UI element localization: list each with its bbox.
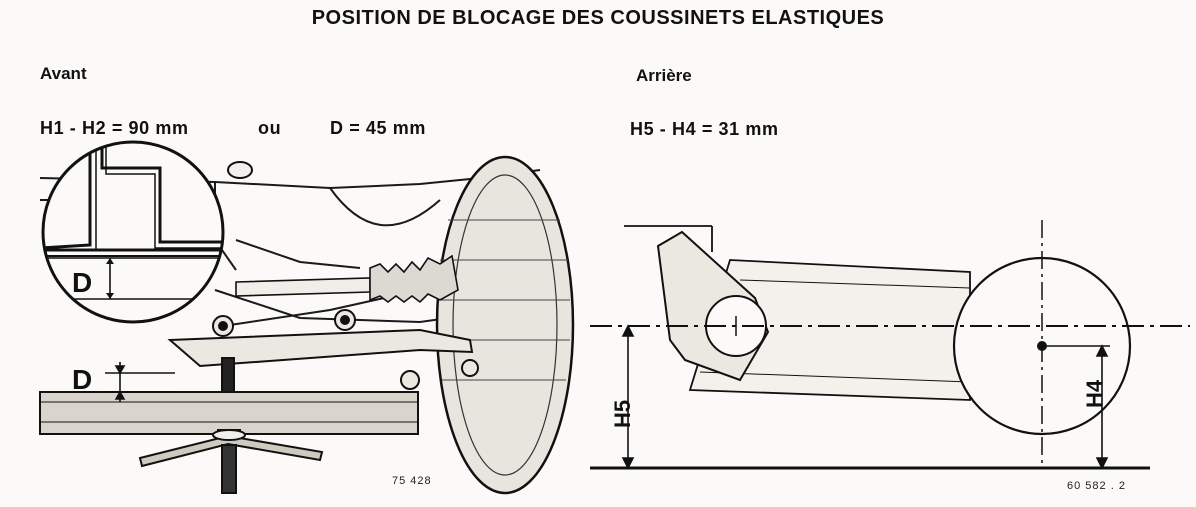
rear-reference: 60 582 . 2: [1067, 480, 1126, 492]
rear-heading: Arrière: [636, 66, 692, 85]
dimension-h4: [1095, 344, 1109, 470]
rear-suspension-diagram: H5 H4: [590, 220, 1190, 470]
support-beam: [39, 357, 419, 435]
front-wheel: [435, 155, 575, 495]
page-title: POSITION DE BLOCAGE DES COUSSINETS ELAST…: [311, 7, 885, 29]
front-formula-h: H1 - H2 = 90 mm: [40, 118, 189, 138]
label-h5: H5: [610, 400, 635, 428]
front-reference: 75 428: [392, 475, 432, 487]
rear-formula: H5 - H4 = 31 mm: [630, 119, 779, 139]
dimension-d-main: [105, 362, 175, 402]
drive-shaft: [235, 254, 459, 304]
rear-bracket: [624, 225, 713, 252]
front-or-word: ou: [258, 118, 282, 138]
detail-magnifier: [41, 140, 225, 324]
label-h4: H4: [1082, 379, 1107, 408]
pivot-housing: [656, 230, 770, 382]
jack-stand: [138, 429, 324, 494]
dimension-h5: [621, 324, 635, 470]
front-formula-d: D = 45 mm: [330, 118, 426, 138]
label-d-main: D: [72, 364, 92, 395]
lower-arm: [167, 309, 479, 390]
mount-bolt: [227, 161, 253, 179]
label-d-detail: D: [72, 267, 92, 298]
front-heading: Avant: [40, 64, 87, 83]
front-suspension-diagram: D D: [39, 140, 575, 495]
